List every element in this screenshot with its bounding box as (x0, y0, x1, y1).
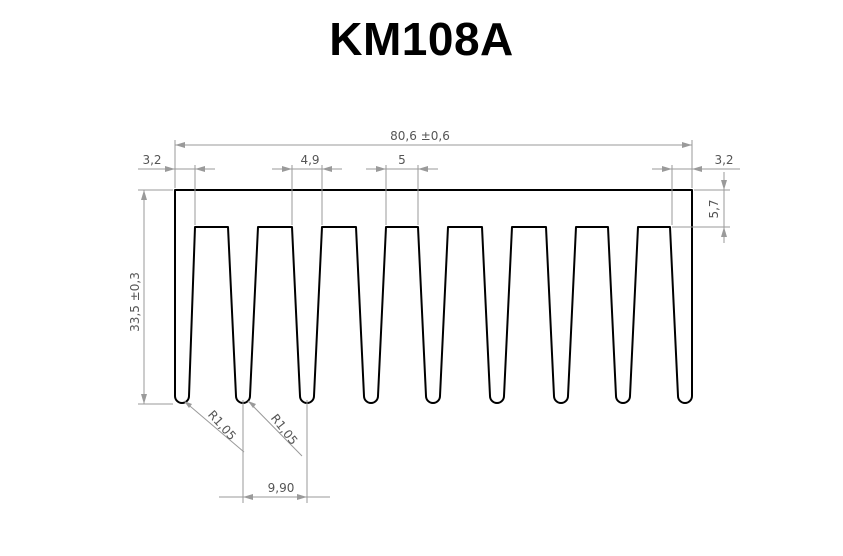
radius-right-label: R1,05 (268, 411, 301, 447)
fin-top-dimension: 5 (366, 153, 438, 225)
radius-left-dimension: R1,05 (183, 400, 245, 453)
overall-width-label: 80,6 ±0,6 (390, 129, 450, 143)
fin-pitch-dimension: 9,90 (219, 400, 330, 503)
drawing-title: KM108A (329, 13, 514, 65)
radius-right-dimension: R1,05 (247, 400, 303, 457)
base-thickness-label: 5,7 (707, 199, 721, 218)
overall-height-dimension: 33,5 ±0,3 (128, 189, 173, 405)
heatsink-profile (174, 189, 693, 404)
fin-pitch-label: 9,90 (268, 481, 295, 495)
right-wall-dimension: 3,2 (652, 153, 740, 225)
fin-gap-dimension: 4,9 (272, 153, 342, 225)
fin-top-label: 5 (398, 153, 406, 167)
radius-left-label: R1,05 (205, 408, 239, 443)
left-wall-label: 3,2 (142, 153, 161, 167)
left-wall-dimension: 3,2 (138, 153, 215, 225)
overall-height-label: 33,5 ±0,3 (128, 272, 142, 332)
fin-gap-label: 4,9 (300, 153, 319, 167)
right-wall-label: 3,2 (714, 153, 733, 167)
overall-width-dimension: 80,6 ±0,6 (174, 129, 693, 188)
base-thickness-dimension: 5,7 (672, 172, 730, 243)
